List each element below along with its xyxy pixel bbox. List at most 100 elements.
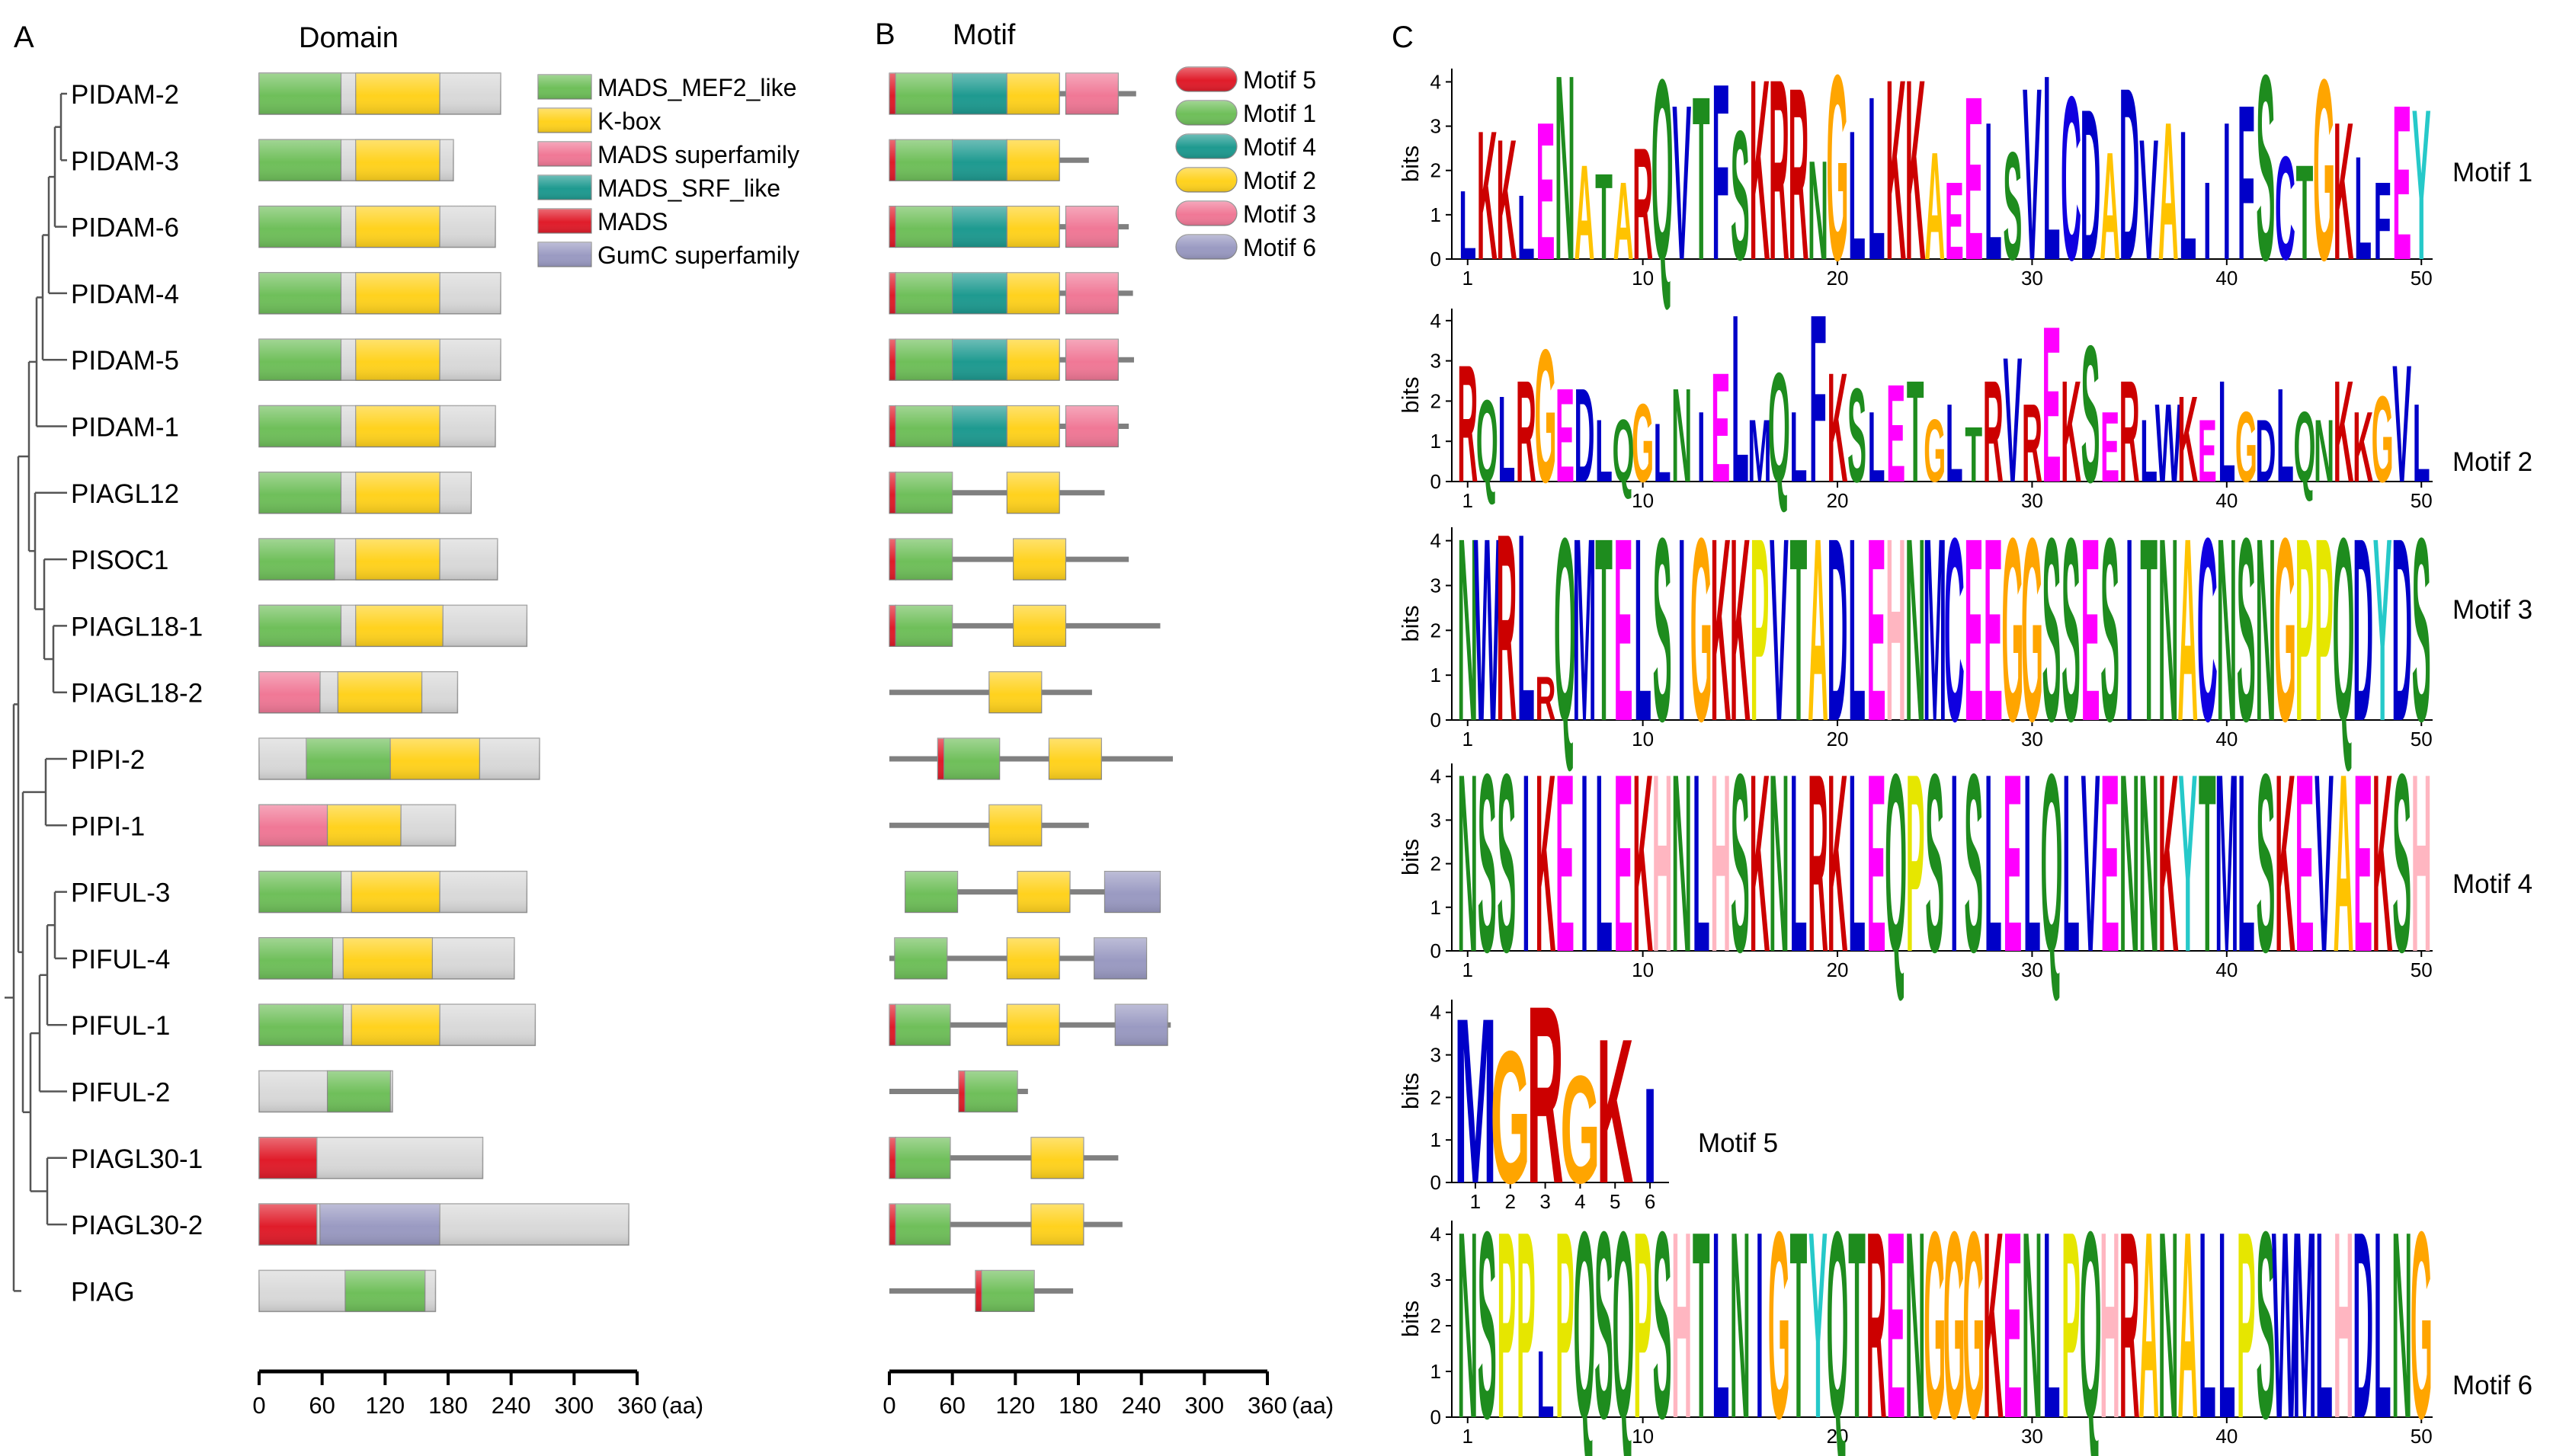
logo-letter: S xyxy=(1478,722,1497,1005)
panel-b-letter: B xyxy=(875,18,895,51)
logo-motif-label: Motif 2 xyxy=(2452,447,2532,477)
logo-letter: Q xyxy=(1613,402,1635,501)
motif-row xyxy=(889,538,1129,581)
logo-y-tick-label: 3 xyxy=(1430,574,1441,597)
logo-letter: K xyxy=(2158,722,2179,1005)
logo-letter: P xyxy=(1517,1176,1536,1456)
logo-letter: L xyxy=(1654,407,1671,500)
logo-letter: Q xyxy=(1885,722,1907,1005)
motif-box-shade xyxy=(1007,73,1060,114)
logo-letter: N xyxy=(1730,1176,1751,1456)
logo-letter: K xyxy=(1632,722,1653,1005)
motif-row xyxy=(889,1003,1171,1046)
logo-x-tick-label: 40 xyxy=(2215,489,2238,512)
logo-letter: N xyxy=(1457,483,1478,776)
logo-letter: E xyxy=(2100,722,2119,1005)
logo-letter: T xyxy=(2140,483,2158,776)
logo-y-label: bits xyxy=(1397,605,1424,642)
motif-row xyxy=(889,937,1148,980)
logo-letter: K xyxy=(2353,390,2373,503)
motif-box-shade xyxy=(1007,139,1060,181)
logo-letter: L xyxy=(1848,92,1866,299)
logo-y-tick-label: 2 xyxy=(1430,619,1441,642)
gene-label: PIDAM-6 xyxy=(71,213,179,243)
logo-x-tick-label: 1 xyxy=(1462,728,1473,750)
motif-box-shade xyxy=(889,605,896,647)
logo-letter: Q xyxy=(1651,27,1674,315)
motif-box-shade xyxy=(889,272,896,314)
domain-shade xyxy=(259,871,341,913)
domain-shade xyxy=(259,605,341,647)
domain-row xyxy=(258,205,496,248)
logo-y-tick-label: 1 xyxy=(1430,896,1441,919)
logo-letter: D xyxy=(2255,402,2276,501)
domain-shade xyxy=(259,206,341,248)
logo-letter: T xyxy=(1790,1176,1808,1456)
motif-row xyxy=(889,206,1129,248)
logo-letter: M xyxy=(2215,722,2238,1005)
domain-axis-unit: (aa) xyxy=(662,1392,703,1419)
logo-letter: L xyxy=(1848,483,1866,776)
logo-letter: Q xyxy=(1768,341,1790,516)
domain-legend-swatch-shade xyxy=(538,209,591,233)
logo-letter: D xyxy=(2081,65,2101,305)
logo-letter: D xyxy=(2119,37,2140,312)
motif-row xyxy=(889,1203,1123,1246)
logo-letter: R xyxy=(1496,478,1517,776)
motif-box-shade xyxy=(895,1137,950,1179)
logo-letter: D xyxy=(1828,483,1848,776)
logo-letter: L xyxy=(1848,722,1866,1005)
logo-letter: V xyxy=(2023,37,2042,312)
logo-motif-label: Motif 1 xyxy=(2452,158,2532,187)
motif-legend-swatch-shade xyxy=(1176,168,1237,192)
logo-letter: N xyxy=(2314,402,2334,501)
domain-legend-label: K-box xyxy=(597,107,662,135)
motif-axis-unit: (aa) xyxy=(1292,1392,1334,1419)
motif-box-shade xyxy=(889,139,896,181)
motif-row xyxy=(905,870,1161,914)
motif-box-shade xyxy=(952,206,1007,248)
logo-letter: G xyxy=(2021,483,2043,776)
logo-y-tick-label: 0 xyxy=(1430,470,1441,493)
domain-row xyxy=(258,1070,393,1113)
logo-motif-label: Motif 5 xyxy=(1698,1128,1778,1158)
logo-letter: I xyxy=(1756,1176,1764,1456)
logo-letter: R xyxy=(1789,37,1809,312)
logo-letter: I xyxy=(2223,82,2231,302)
logo-letter: R xyxy=(2119,1176,2140,1456)
logo-letter: S xyxy=(2100,483,2119,776)
motif-box-shade xyxy=(1031,1137,1084,1179)
logo-letter: L xyxy=(2238,722,2255,1005)
logo-letter: H xyxy=(2334,1176,2354,1456)
logo-x-tick-label: 20 xyxy=(1827,1425,1849,1448)
logo-letter: C xyxy=(2275,126,2295,291)
logo-letter: D xyxy=(2353,1176,2373,1456)
motif-box-shade xyxy=(952,139,1007,181)
logo-letter: D xyxy=(2353,483,2373,776)
logo-letter: S xyxy=(1964,722,1983,1005)
logo-letter: V xyxy=(2392,331,2411,517)
logo-x-tick-label: 50 xyxy=(2411,489,2433,512)
logo-y-label: bits xyxy=(1397,1073,1424,1109)
motif-box-shade xyxy=(889,73,896,114)
logo-letter: N xyxy=(1905,1176,1926,1456)
logo-letter: Q xyxy=(1554,483,1576,776)
logo-letter: E xyxy=(2042,280,2061,530)
logo-letter: G xyxy=(1560,1043,1600,1215)
logo-letter: N xyxy=(1671,722,1692,1005)
logo-letter: S xyxy=(2256,1176,2275,1456)
motif-box-shade xyxy=(952,73,1007,114)
logo-letter: K xyxy=(1597,995,1633,1226)
logo-y-tick-label: 0 xyxy=(1430,939,1441,962)
motif-box-shade xyxy=(1065,73,1119,114)
logo-y-tick-label: 1 xyxy=(1430,203,1441,226)
logo-motif-label: Motif 4 xyxy=(2452,869,2532,899)
logo-letter: S xyxy=(2256,722,2275,1005)
logo-letter: S xyxy=(2237,483,2256,776)
logo-letter: P xyxy=(2237,1176,2256,1456)
logo-letter: A xyxy=(1924,120,1945,292)
logo-letter: L xyxy=(2276,360,2294,510)
logo-letter: L xyxy=(1712,1176,1729,1456)
motif-box-shade xyxy=(1007,272,1060,314)
